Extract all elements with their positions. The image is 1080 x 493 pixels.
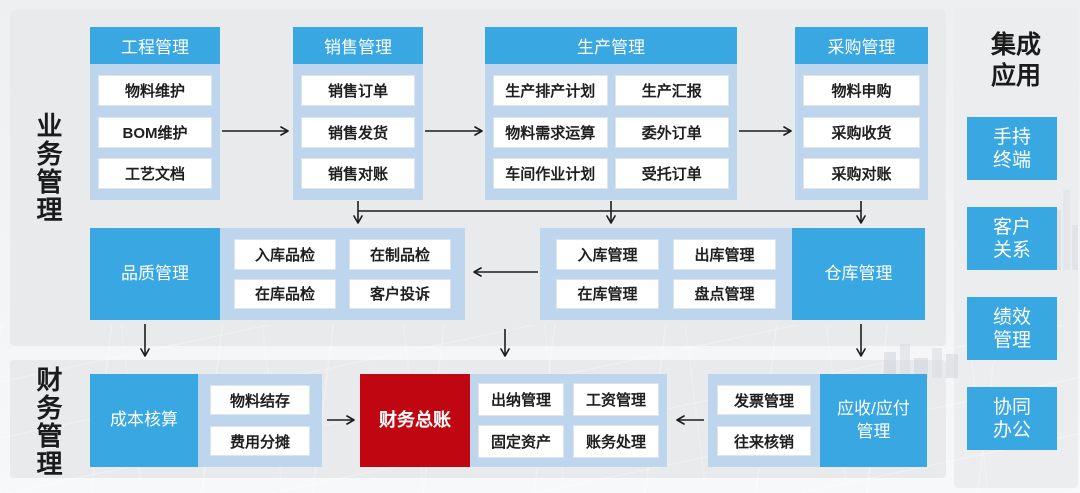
item-consignment-order: 受托订单 (614, 158, 729, 190)
integration-title-line1: 集成 (990, 31, 1041, 59)
item-production-scheduling: 生产排产计划 (493, 74, 608, 106)
arap-label-line2: 管理 (856, 421, 891, 441)
item-inbound-management: 入库管理 (556, 239, 659, 270)
item-outsourcing-order: 委外订单 (614, 116, 729, 148)
app-handheld-terminal: 手持 终端 (967, 117, 1057, 180)
cost-items: 物料结存 费用分摊 (198, 374, 322, 467)
item-sales-reconciliation: 销售对账 (301, 158, 415, 190)
sales-header: 销售管理 (293, 27, 423, 64)
engineering-header: 工程管理 (90, 27, 220, 64)
integration-title: 集成 应用 (954, 30, 1078, 93)
item-bom-maintenance: BOM维护 (98, 116, 212, 148)
item-mrp-calculation: 物料需求运算 (493, 116, 608, 148)
app-office-line1: 协同 (992, 396, 1031, 418)
app-performance-management: 绩效 管理 (967, 297, 1057, 360)
item-material-maintenance: 物料维护 (98, 74, 212, 106)
item-customer-complaint: 客户投诉 (349, 278, 451, 309)
item-accounting-processing: 账务处理 (573, 425, 659, 458)
arap-items: 发票管理 往来核销 (708, 374, 820, 467)
module-column-production: 生产管理 生产排产计划 生产汇报 物料需求运算 委外订单 车间作业计划 受托订单 (485, 27, 737, 200)
item-outbound-management: 出库管理 (673, 239, 776, 270)
general-ledger-box: 财务总账 (360, 374, 470, 467)
app-crm-line2: 关系 (992, 239, 1031, 261)
quality-items: 入库品检 在制品检 在库品检 客户投诉 (220, 228, 465, 320)
cost-accounting-box: 成本核算 (90, 374, 198, 467)
purchasing-items: 物料申购 采购收货 采购对账 (795, 64, 928, 200)
quality-management-box: 品质管理 (90, 228, 220, 320)
app-customer-relations: 客户 关系 (967, 207, 1057, 270)
module-column-engineering: 工程管理 物料维护 BOM维护 工艺文档 (90, 27, 220, 200)
item-material-requisition: 物料申购 (803, 74, 920, 106)
production-header: 生产管理 (485, 27, 737, 64)
item-stocktaking-management: 盘点管理 (673, 278, 776, 309)
item-production-report: 生产汇报 (614, 74, 729, 106)
item-invoice-management: 发票管理 (717, 385, 811, 415)
app-handheld-line2: 终端 (992, 149, 1031, 171)
module-column-sales: 销售管理 销售订单 销售发货 销售对账 (293, 27, 423, 200)
ledger-items: 出纳管理 工资管理 固定资产 账务处理 (470, 374, 667, 467)
production-items: 生产排产计划 生产汇报 物料需求运算 委外订单 车间作业计划 受托订单 (485, 64, 737, 200)
item-cashier-management: 出纳管理 (478, 383, 564, 416)
app-performance-line1: 绩效 (992, 306, 1031, 328)
item-workshop-plan: 车间作业计划 (493, 158, 608, 190)
app-office-line2: 办公 (992, 419, 1031, 441)
item-purchase-reconciliation: 采购对账 (803, 158, 920, 190)
item-expense-allocation: 费用分摊 (210, 426, 310, 456)
item-incoming-inspection: 入库品检 (234, 239, 336, 270)
app-performance-line2: 管理 (992, 329, 1031, 351)
app-collaborative-office: 协同 办公 (967, 387, 1057, 450)
item-sales-delivery: 销售发货 (301, 116, 415, 148)
item-stock-management: 在库管理 (556, 278, 659, 309)
finance-section-label: 财务管理 (33, 366, 63, 478)
item-purchase-receipt: 采购收货 (803, 116, 920, 148)
integration-title-line2: 应用 (990, 62, 1041, 91)
app-handheld-line1: 手持 (992, 126, 1031, 148)
item-transaction-writeoff: 往来核销 (717, 426, 811, 456)
warehouse-items: 入库管理 出库管理 在库管理 盘点管理 (540, 228, 792, 320)
module-column-purchasing: 采购管理 物料申购 采购收货 采购对账 (795, 27, 928, 200)
item-inprocess-inspection: 在制品检 (349, 239, 451, 270)
item-process-document: 工艺文档 (98, 158, 212, 190)
engineering-items: 物料维护 BOM维护 工艺文档 (90, 64, 220, 200)
item-stock-inspection: 在库品检 (234, 278, 336, 309)
purchasing-header: 采购管理 (795, 27, 928, 64)
item-payroll-management: 工资管理 (573, 383, 659, 416)
item-sales-order: 销售订单 (301, 74, 415, 106)
app-crm-line1: 客户 (992, 216, 1031, 238)
item-fixed-assets: 固定资产 (478, 425, 564, 458)
arap-management-box: 应收/应付 管理 (820, 374, 927, 467)
sales-items: 销售订单 销售发货 销售对账 (293, 64, 423, 200)
warehouse-management-box: 仓库管理 (792, 228, 925, 320)
item-material-balance: 物料结存 (210, 385, 310, 415)
arap-label-line1: 应收/应付 (837, 399, 910, 419)
business-section-label: 业务管理 (33, 112, 63, 224)
